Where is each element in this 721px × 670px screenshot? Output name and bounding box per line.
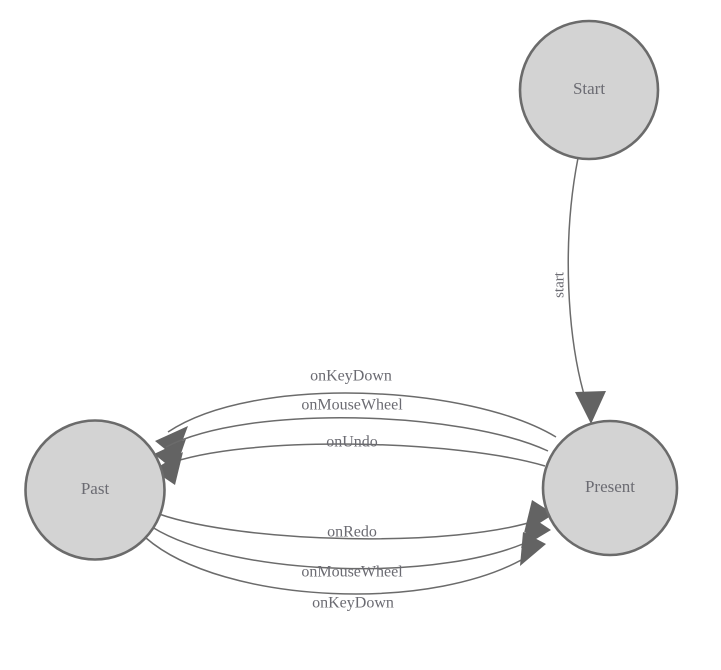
edge-label-onmousewheel-lower: onMouseWheel — [301, 564, 403, 581]
edge-line — [158, 513, 542, 540]
arrowhead — [520, 532, 546, 566]
edge-line — [145, 537, 534, 595]
arrowhead — [155, 426, 188, 458]
node-start[interactable]: Start — [518, 19, 660, 161]
edge-label-onredo: onRedo — [327, 524, 377, 541]
edge-layer: start onKeyDown onMouseWheel onUndo — [145, 157, 606, 612]
node-present-shape — [541, 419, 679, 557]
edge-past-to-present-onkeydown[interactable]: onKeyDown — [145, 532, 546, 612]
edge-label-onundo: onUndo — [326, 434, 378, 451]
arrowhead — [154, 439, 186, 471]
edge-label-onkeydown-upper: onKeyDown — [310, 368, 392, 385]
edge-line — [151, 526, 539, 570]
arrowhead — [575, 391, 606, 424]
edge-present-to-past-onkeydown[interactable]: onKeyDown — [155, 368, 557, 458]
node-start-label: Start — [573, 79, 605, 98]
node-past-shape — [24, 419, 166, 561]
edge-label-start: start — [551, 271, 567, 298]
node-past[interactable]: Past — [24, 419, 166, 561]
edge-line — [167, 392, 557, 438]
arrowhead — [153, 452, 183, 485]
edge-line — [567, 157, 589, 409]
node-present-label: Present — [585, 477, 635, 496]
edge-label-onkeydown-lower: onKeyDown — [312, 595, 394, 612]
node-layer: Start Past Present — [24, 19, 679, 561]
edge-line — [165, 416, 549, 452]
edge-label-onmousewheel-upper: onMouseWheel — [301, 397, 403, 414]
edge-start-to-present[interactable]: start — [551, 157, 606, 424]
node-start-shape — [518, 19, 660, 161]
edge-line — [164, 443, 546, 467]
edge-present-to-past-onundo[interactable]: onUndo — [153, 434, 546, 485]
node-present[interactable]: Present — [541, 419, 679, 557]
edge-present-to-past-onmousewheel[interactable]: onMouseWheel — [154, 397, 549, 471]
edge-past-to-present-onredo[interactable]: onRedo — [158, 500, 554, 541]
node-past-label: Past — [81, 479, 110, 498]
